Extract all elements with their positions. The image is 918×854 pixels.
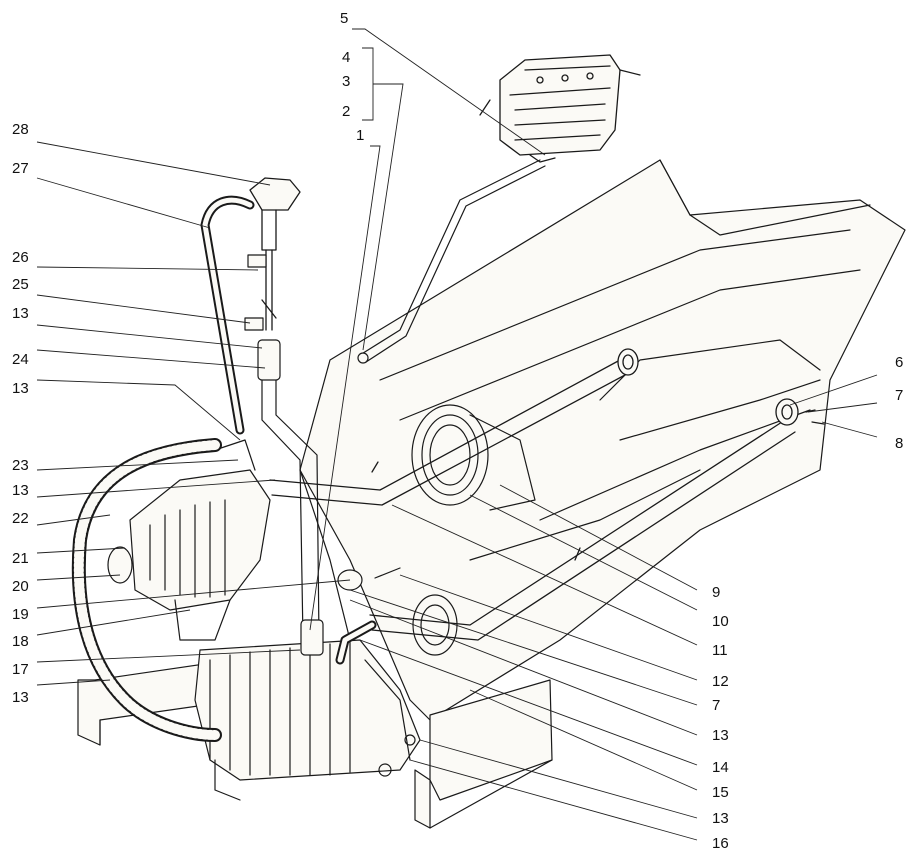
vertical-supply-pipe xyxy=(257,339,324,656)
corrugated-air-hose xyxy=(71,438,222,742)
callout-13e: 13 xyxy=(712,727,729,744)
pipe-clamp-lower xyxy=(244,317,264,331)
callout-27: 27 xyxy=(12,160,29,177)
callout-26: 26 xyxy=(12,249,29,266)
callout-21: 21 xyxy=(12,550,29,567)
callout-22: 22 xyxy=(12,510,29,527)
heater-core-unit xyxy=(194,639,421,801)
tank-feed-pipe xyxy=(357,159,546,364)
filler-cap xyxy=(249,177,301,331)
callout-18: 18 xyxy=(12,633,29,650)
heater-fan-unit xyxy=(107,439,271,641)
engine-flange-lower xyxy=(412,594,458,656)
callout-13a: 13 xyxy=(12,305,29,322)
callout-4: 4 xyxy=(342,49,350,66)
callout-16: 16 xyxy=(712,835,729,852)
callout-1: 1 xyxy=(356,127,364,144)
callout-3: 3 xyxy=(342,73,350,90)
callout-13f: 13 xyxy=(712,810,729,827)
callout-7a: 7 xyxy=(895,387,903,404)
bolt-8 xyxy=(805,409,825,425)
engine-flange-left xyxy=(411,404,536,511)
callout-15: 15 xyxy=(712,784,729,801)
upper-return-pipe xyxy=(269,348,639,506)
callout-11: 11 xyxy=(712,642,728,659)
callout-25: 25 xyxy=(12,276,29,293)
callout-7b: 7 xyxy=(712,697,720,714)
callout-13b: 13 xyxy=(12,380,29,397)
lower-return-pipe xyxy=(369,398,799,641)
callout-19: 19 xyxy=(12,606,29,623)
pipe-clamp-upper xyxy=(247,254,267,268)
floor-base-plate xyxy=(414,679,553,829)
callout-28: 28 xyxy=(12,121,29,138)
leader-lines xyxy=(36,28,878,841)
callout-12: 12 xyxy=(712,673,729,690)
callout-labels: 5 4 3 2 1 28 27 26 25 13 24 13 23 13 22 … xyxy=(12,10,903,852)
overflow-hose xyxy=(200,195,255,435)
callout-9: 9 xyxy=(712,584,720,601)
connection-hose-short xyxy=(335,620,377,665)
cab-floor-panel xyxy=(299,159,906,721)
expansion-tank xyxy=(479,54,641,163)
callout-23: 23 xyxy=(12,457,29,474)
callout-14: 14 xyxy=(712,759,729,776)
callout-17: 17 xyxy=(12,661,29,678)
callout-10: 10 xyxy=(712,613,729,630)
callout-24: 24 xyxy=(12,351,29,368)
callout-13c: 13 xyxy=(12,482,29,499)
callout-8: 8 xyxy=(895,435,903,452)
callout-5: 5 xyxy=(340,10,348,27)
callout-6: 6 xyxy=(895,354,903,371)
callout-2: 2 xyxy=(342,103,350,120)
callout-13d: 13 xyxy=(12,689,29,706)
callout-20: 20 xyxy=(12,578,29,595)
